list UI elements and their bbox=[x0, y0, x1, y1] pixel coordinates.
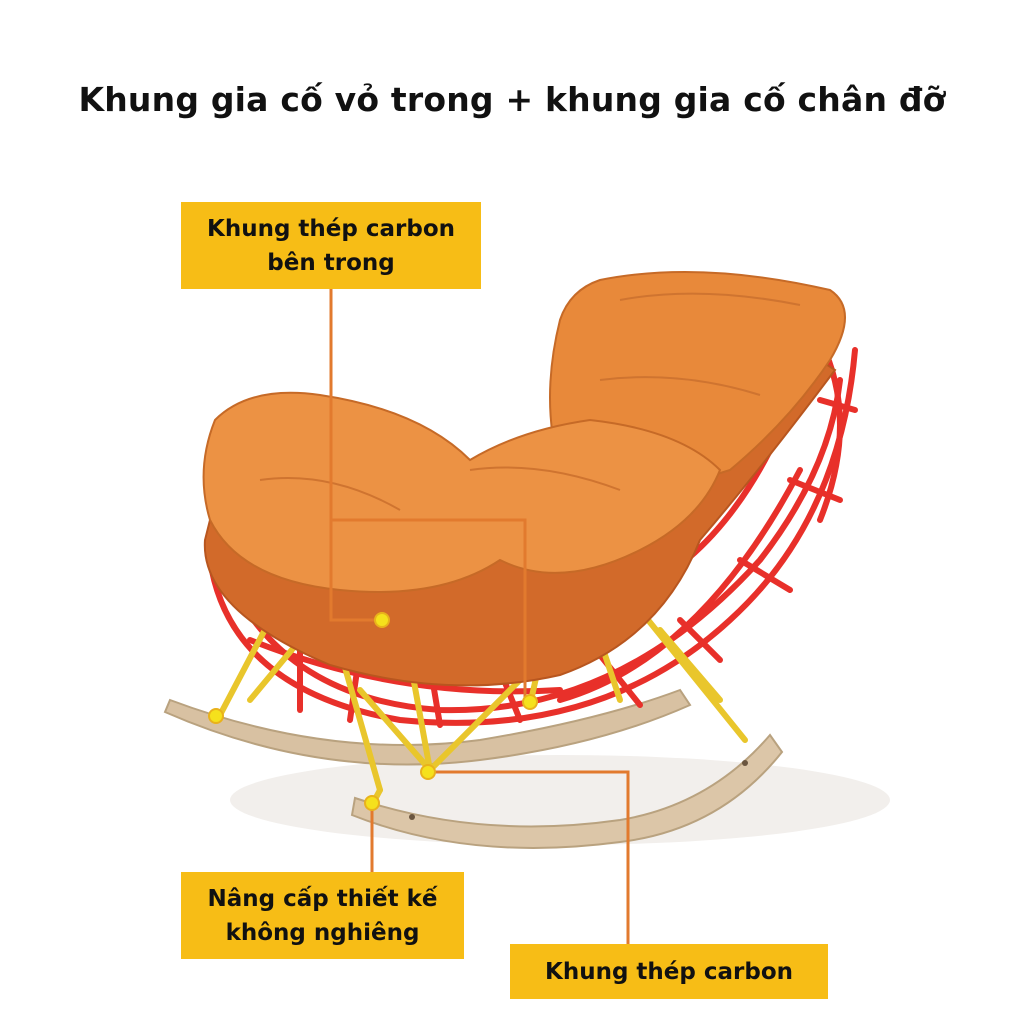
callout-carbon-frame: Khung thép carbon bbox=[510, 944, 828, 999]
callout-text: bên trong bbox=[267, 249, 395, 276]
callout-text: không nghiêng bbox=[225, 919, 420, 946]
page-title: Khung gia cố vỏ trong + khung gia cố châ… bbox=[78, 80, 946, 119]
marker-dots bbox=[208, 612, 538, 811]
callout-text: Khung thép carbon bbox=[207, 215, 455, 242]
callout-no-tilt-design: Nâng cấp thiết kế không nghiêng bbox=[181, 872, 464, 959]
marker-dot bbox=[208, 708, 224, 724]
callout-inner-carbon-frame: Khung thép carbon bên trong bbox=[181, 202, 481, 289]
leader-frame bbox=[428, 770, 630, 944]
leader-inner-branch bbox=[329, 520, 382, 622]
marker-dot bbox=[374, 612, 390, 628]
marker-dot bbox=[420, 764, 436, 780]
wooden-rocker-back bbox=[163, 688, 692, 766]
leader-inner bbox=[329, 289, 527, 700]
seat-cushion bbox=[202, 391, 722, 593]
callout-text: Nâng cấp thiết kế bbox=[207, 885, 438, 912]
marker-dot bbox=[522, 694, 538, 710]
callout-text: Khung thép carbon bbox=[545, 958, 793, 985]
marker-dot bbox=[364, 795, 380, 811]
leader-lines bbox=[329, 289, 630, 944]
wooden-rocker-front bbox=[350, 733, 784, 849]
